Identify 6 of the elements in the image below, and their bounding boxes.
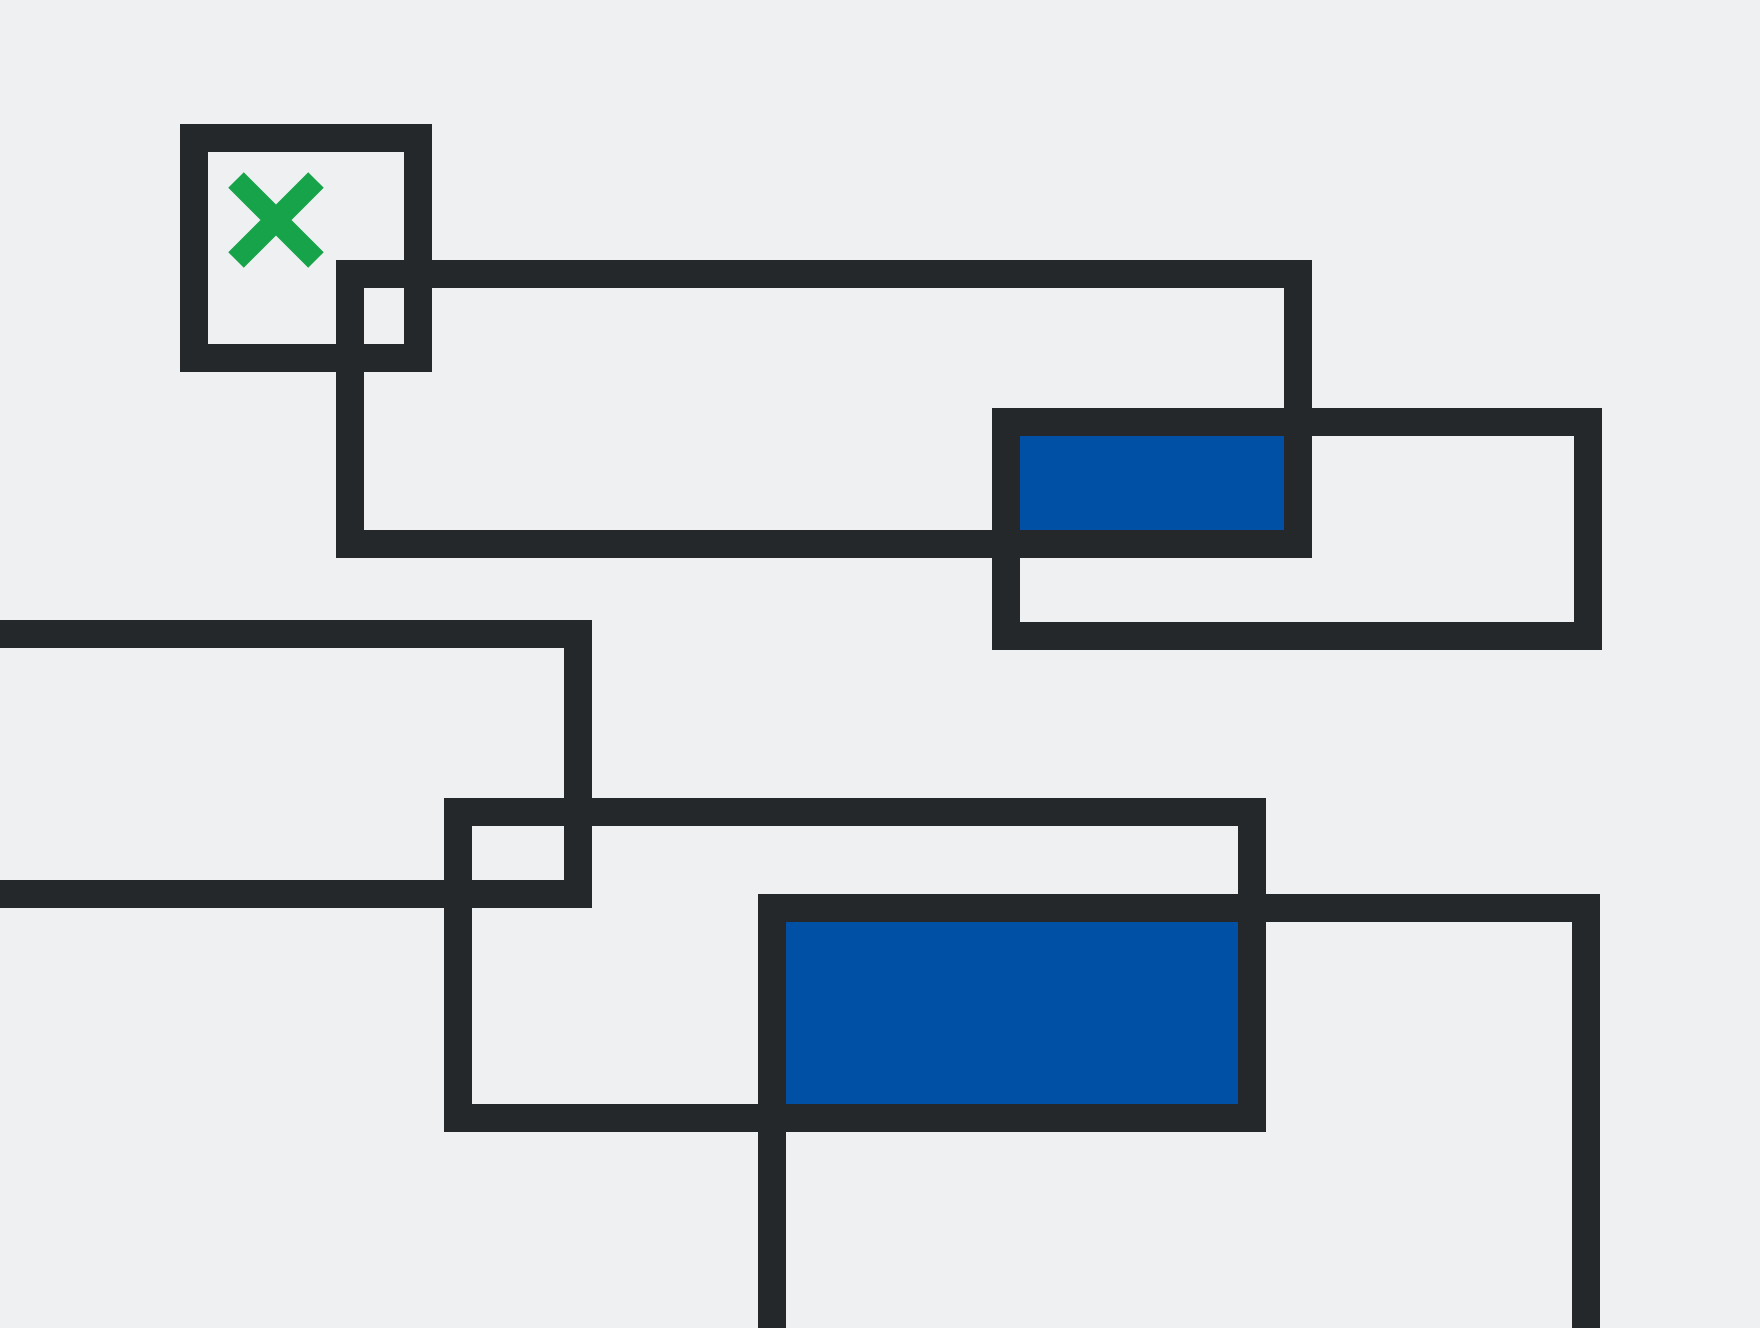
rectangle-frame (0, 620, 592, 908)
rectangle-frame (992, 408, 1602, 650)
rectangle-frame (180, 124, 432, 372)
rectangle-frame (336, 260, 1312, 558)
rectangle-frame (444, 798, 1266, 1132)
rectangle-frame (758, 894, 1600, 1328)
